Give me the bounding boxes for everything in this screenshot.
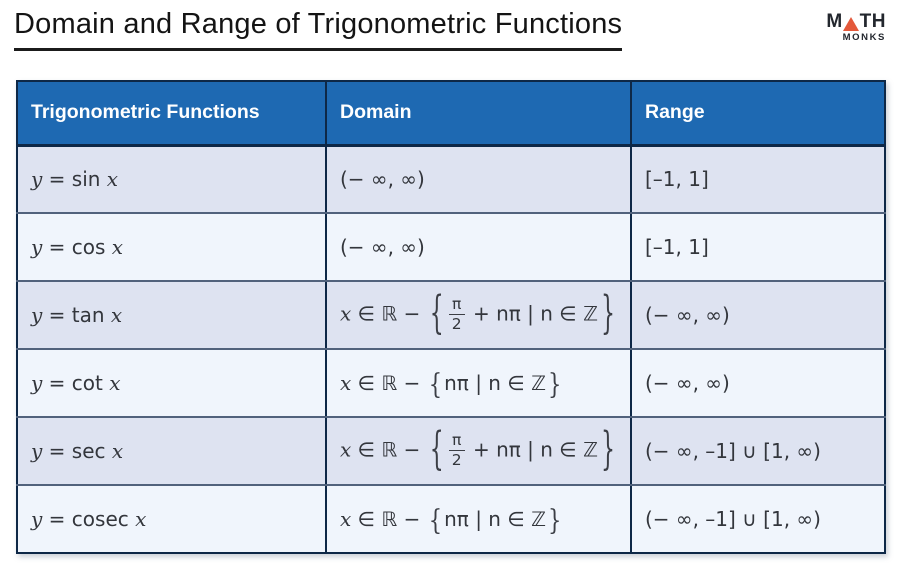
cell-domain-cosec: x ∈ ℝ − {nπ | n ∈ ℤ}: [325, 484, 632, 554]
cell-range-cot: (− ∞, ∞): [630, 348, 886, 418]
logo-text-th: TH: [859, 11, 886, 32]
table-row-cos: y = cos x (− ∞, ∞) [–1, 1]: [16, 212, 886, 282]
logo-text-monks: MONKS: [842, 32, 886, 43]
col-header-domain: Domain: [325, 80, 632, 147]
mathmonks-logo: M TH MONKS: [826, 8, 886, 43]
table-row-cosec: y = cosec x x ∈ ℝ − {nπ | n ∈ ℤ} (− ∞, –…: [16, 484, 886, 554]
cell-range-sin: [–1, 1]: [630, 144, 886, 214]
cell-function-cos: y = cos x: [16, 212, 327, 282]
page-title: Domain and Range of Trigonometric Functi…: [14, 8, 623, 52]
col-header-range: Range: [630, 80, 886, 147]
cell-function-sin: y = sin x: [16, 144, 327, 214]
trig-domain-range-table: Trigonometric Functions Domain Range y =…: [16, 80, 886, 554]
table-row-sin: y = sin x (− ∞, ∞) [–1, 1]: [16, 144, 886, 214]
cell-function-cosec: y = cosec x: [16, 484, 327, 554]
cell-function-tan: y = tan x: [16, 280, 327, 350]
logo-wordmark: M TH: [826, 12, 886, 31]
cell-range-cos: [–1, 1]: [630, 212, 886, 282]
cell-range-cosec: (− ∞, –1] ∪ [1, ∞): [630, 484, 886, 554]
cell-function-sec: y = sec x: [16, 416, 327, 486]
header-row: Trigonometric Functions Domain Range: [16, 80, 886, 147]
title-row: Domain and Range of Trigonometric Functi…: [14, 8, 886, 52]
cell-function-cot: y = cot x: [16, 348, 327, 418]
cell-domain-cot: x ∈ ℝ − {nπ | n ∈ ℤ}: [325, 348, 632, 418]
cell-domain-sin: (− ∞, ∞): [325, 144, 632, 214]
cell-range-tan: (− ∞, ∞): [630, 280, 886, 350]
cell-range-sec: (− ∞, –1] ∪ [1, ∞): [630, 416, 886, 486]
table-row-cot: y = cot x x ∈ ℝ − {nπ | n ∈ ℤ} (− ∞, ∞): [16, 348, 886, 418]
cell-domain-cos: (− ∞, ∞): [325, 212, 632, 282]
logo-text-m: M: [826, 11, 843, 32]
logo-triangle-icon: [843, 17, 860, 31]
col-header-functions: Trigonometric Functions: [16, 80, 327, 147]
